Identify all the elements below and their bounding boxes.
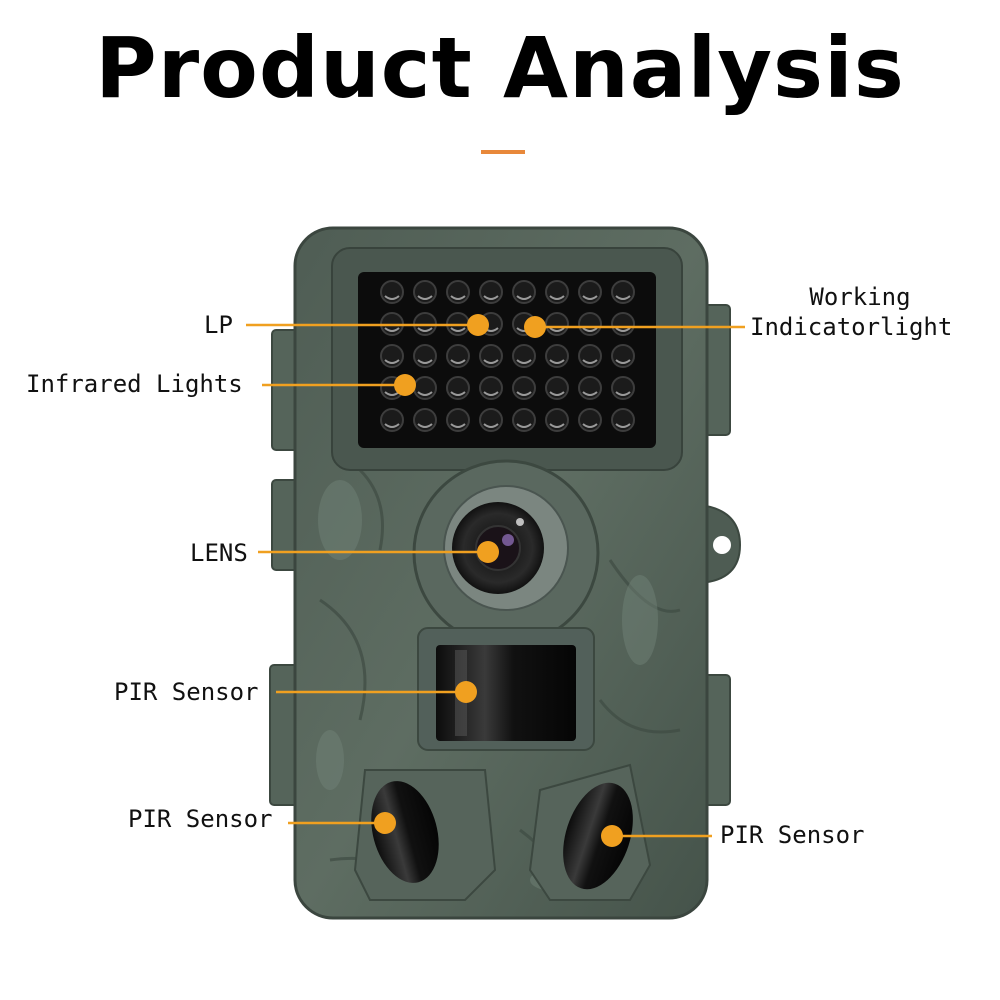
label-pir-right: PIR Sensor — [720, 821, 865, 849]
callouts — [246, 314, 745, 847]
label-pir-center: PIR Sensor — [114, 678, 259, 706]
label-pir-left: PIR Sensor — [128, 805, 273, 833]
infrared-led-grid — [380, 280, 635, 432]
pir-right-housing — [528, 763, 652, 901]
page-title: Product Analysis — [95, 19, 905, 117]
pir-right-callout-dot — [601, 825, 623, 847]
label-lens: LENS — [190, 539, 248, 567]
label-infrared: Infrared Lights — [26, 370, 243, 398]
lens-callout-dot — [477, 541, 499, 563]
label-working-line1: Working — [809, 283, 911, 311]
title-underline — [481, 150, 525, 154]
pir-center-callout-dot — [455, 681, 477, 703]
pir-left-callout-dot — [374, 812, 396, 834]
label-working-line2: Indicatorlight — [750, 313, 953, 341]
infrared-callout-dot — [394, 374, 416, 396]
working-callout-dot — [524, 316, 546, 338]
label-lp: LP — [204, 311, 233, 339]
pir-left-housing — [353, 769, 497, 901]
pir-center-window — [436, 645, 576, 741]
lp-callout-dot — [467, 314, 489, 336]
